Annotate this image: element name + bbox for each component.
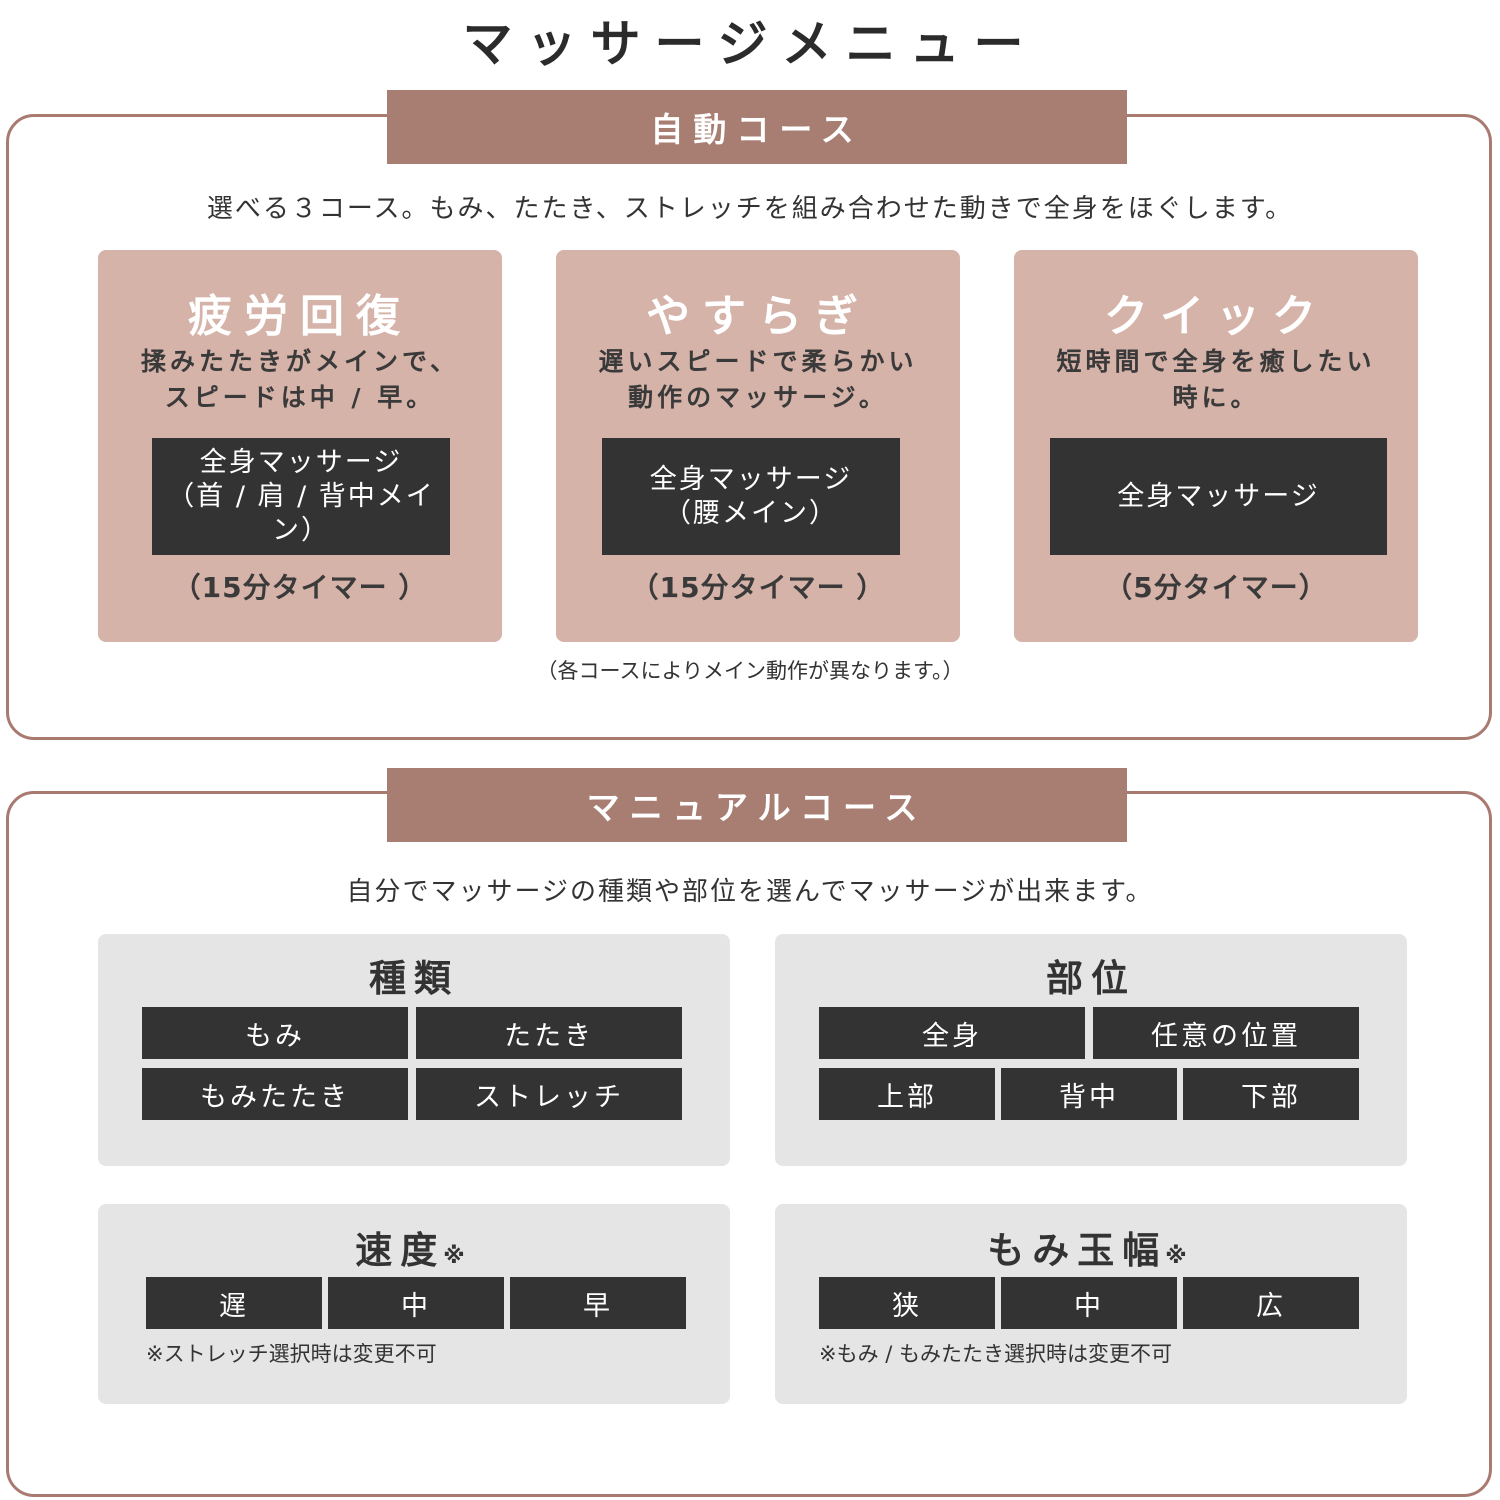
course-timer: （5分タイマー） (1104, 571, 1328, 604)
manual-course-banner: マニュアルコース (387, 768, 1127, 842)
course-name: 疲労回復 (188, 291, 412, 342)
auto-course-description: 選べる３コース。もみ、たたき、ストレッチを組み合わせた動きで全身をほぐします。 (206, 194, 1294, 224)
width-panel-title: もみ玉幅※ (775, 1220, 1407, 1274)
course-program-box: 全身マッサージ （首 / 肩 / 背中メイン） (152, 438, 450, 555)
auto-course-note: （各コースによりメイン動作が異なります。） (536, 659, 964, 683)
speed-note-mark: ※ (443, 1244, 473, 1269)
option-fast[interactable]: 早 (510, 1277, 686, 1329)
speed-panel-title: 速度※ (98, 1220, 730, 1274)
course-card-quick[interactable]: クイック 短時間で全身を癒したい 時に。 全身マッサージ （5分タイマー） (1014, 250, 1418, 642)
manual-course-description: 自分でマッサージの種類や部位を選んでマッサージが出来ます。 (346, 877, 1154, 907)
option-narrow[interactable]: 狭 (819, 1277, 995, 1329)
course-description: 遅いスピードで柔らかい 動作のマッサージ。 (598, 347, 918, 412)
width-panel: もみ玉幅※ 狭 中 広 ※もみ / もみたたき選択時は変更不可 (775, 1204, 1407, 1404)
option-whole-body[interactable]: 全身 (819, 1007, 1085, 1059)
course-program-box: 全身マッサージ （腰メイン） (602, 438, 900, 555)
option-wide[interactable]: 広 (1183, 1277, 1359, 1329)
course-description: 揉みたたきがメインで、 スピードは中 / 早。 (140, 347, 459, 412)
option-kneading[interactable]: もみ (142, 1007, 408, 1059)
option-stretch[interactable]: ストレッチ (416, 1068, 682, 1120)
width-note-mark: ※ (1165, 1244, 1195, 1269)
course-timer: （15分タイマー ） (630, 571, 886, 604)
type-panel-title: 種類 (369, 957, 459, 1000)
type-panel: 種類 もみ たたき もみたたき ストレッチ (98, 934, 730, 1166)
option-tapping[interactable]: たたき (416, 1007, 682, 1059)
area-panel: 部位 全身 任意の位置 上部 背中 下部 (775, 934, 1407, 1166)
speed-note: ※ストレッチ選択時は変更不可 (146, 1342, 437, 1366)
option-back[interactable]: 背中 (1001, 1068, 1177, 1120)
auto-course-banner: 自動コース (387, 90, 1127, 164)
course-name: クイック (1104, 291, 1328, 342)
speed-panel: 速度※ 遅 中 早 ※ストレッチ選択時は変更不可 (98, 1204, 730, 1404)
course-card-fatigue-recovery[interactable]: 疲労回復 揉みたたきがメインで、 スピードは中 / 早。 全身マッサージ （首 … (98, 250, 502, 642)
page-title: マッサージメニュー (462, 15, 1038, 73)
width-note: ※もみ / もみたたき選択時は変更不可 (819, 1342, 1173, 1366)
option-width-medium[interactable]: 中 (1001, 1277, 1177, 1329)
course-card-relaxation[interactable]: やすらぎ 遅いスピードで柔らかい 動作のマッサージ。 全身マッサージ （腰メイン… (556, 250, 960, 642)
area-panel-title: 部位 (1046, 957, 1136, 1000)
option-slow[interactable]: 遅 (146, 1277, 322, 1329)
option-upper[interactable]: 上部 (819, 1068, 995, 1120)
option-any-position[interactable]: 任意の位置 (1093, 1007, 1359, 1059)
option-medium[interactable]: 中 (328, 1277, 504, 1329)
option-kneading-tapping[interactable]: もみたたき (142, 1068, 408, 1120)
course-timer: （15分タイマー ） (172, 571, 428, 604)
option-lower[interactable]: 下部 (1183, 1068, 1359, 1120)
course-program-box: 全身マッサージ (1050, 438, 1387, 555)
course-name: やすらぎ (646, 291, 870, 342)
speed-title-text: 速度 (355, 1229, 446, 1272)
width-title-text: もみ玉幅 (987, 1229, 1168, 1272)
course-description: 短時間で全身を癒したい 時に。 (1056, 347, 1376, 412)
